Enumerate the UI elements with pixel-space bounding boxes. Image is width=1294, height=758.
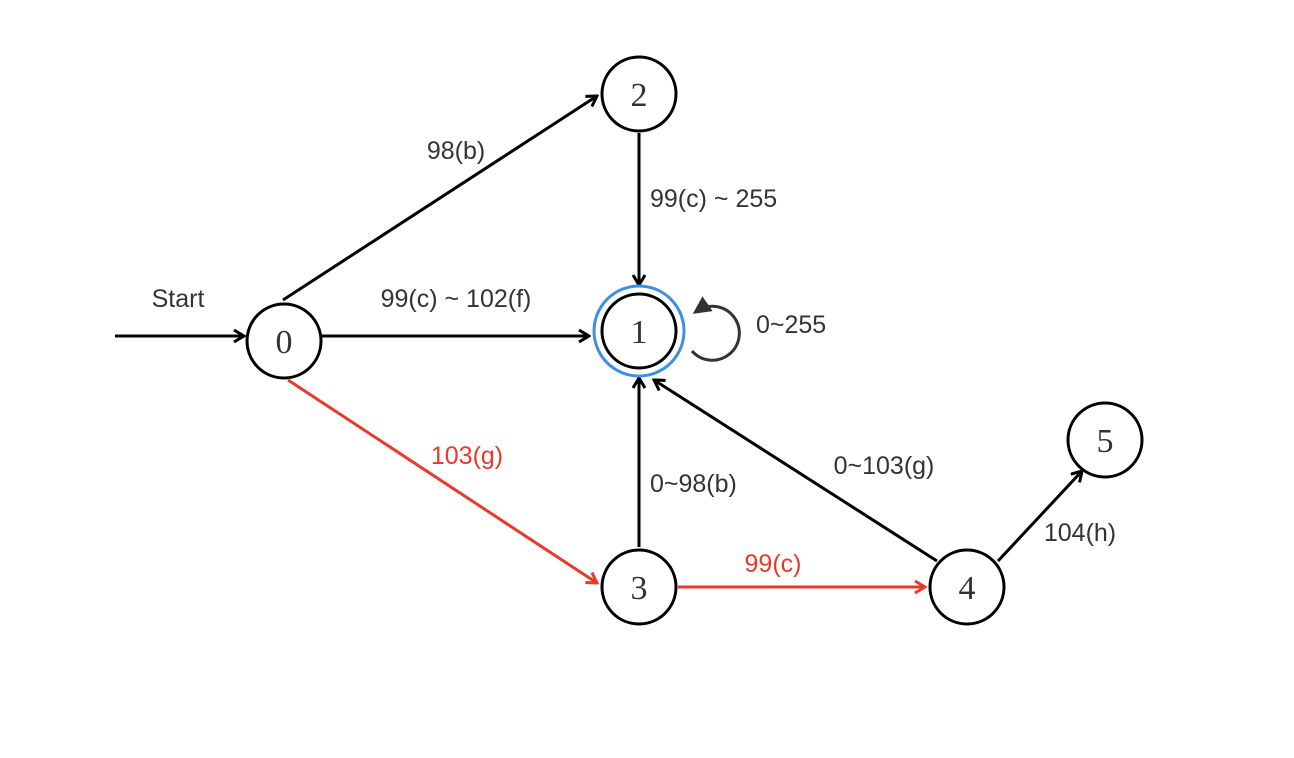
state-node-1-label: 1 (631, 314, 648, 351)
state-node-5: 5 (1066, 401, 1144, 479)
edge-1-self-loop-label: 0~255 (756, 311, 826, 339)
edge-2-to-1: 99(c) ~ 255 (639, 133, 777, 285)
edge-3-to-1-label: 0~98(b) (650, 470, 737, 498)
state-node-3-label: 3 (631, 570, 648, 607)
start-label: Start (152, 285, 205, 313)
state-node-5-label: 5 (1097, 423, 1114, 460)
state-node-2-label: 2 (631, 77, 648, 114)
edge-0-to-3: 103(g) (287, 378, 597, 583)
edge-2-to-1-label: 99(c) ~ 255 (650, 185, 777, 213)
edge-0-to-1-label: 99(c) ~ 102(f) (381, 285, 532, 313)
edge-3-to-1: 0~98(b) (639, 378, 737, 547)
state-node-0-label: 0 (276, 324, 293, 361)
edge-3-to-4-label: 99(c) (745, 550, 802, 578)
edge-3-to-4: 99(c) (678, 550, 925, 587)
start-edge: Start (115, 285, 244, 336)
edge-0-to-2: 98(b) (282, 96, 597, 302)
edge-1-self-loop: 0~255 (690, 296, 826, 362)
state-node-1-accepting: 1 (592, 284, 686, 378)
edge-4-to-1: 0~103(g) (654, 380, 938, 563)
edge-0-to-2-label: 98(b) (427, 137, 485, 165)
edge-4-to-5: 104(h) (996, 471, 1116, 563)
edge-4-to-5-label: 104(h) (1044, 519, 1116, 547)
state-node-0: 0 (245, 302, 323, 380)
edge-4-to-1-label: 0~103(g) (834, 452, 935, 480)
state-node-3: 3 (600, 548, 678, 626)
state-node-2: 2 (600, 55, 678, 133)
edge-0-to-3-label: 103(g) (431, 442, 503, 470)
state-node-4-label: 4 (959, 570, 976, 607)
state-node-4: 4 (928, 548, 1006, 626)
edge-0-to-1: 99(c) ~ 102(f) (322, 285, 589, 336)
